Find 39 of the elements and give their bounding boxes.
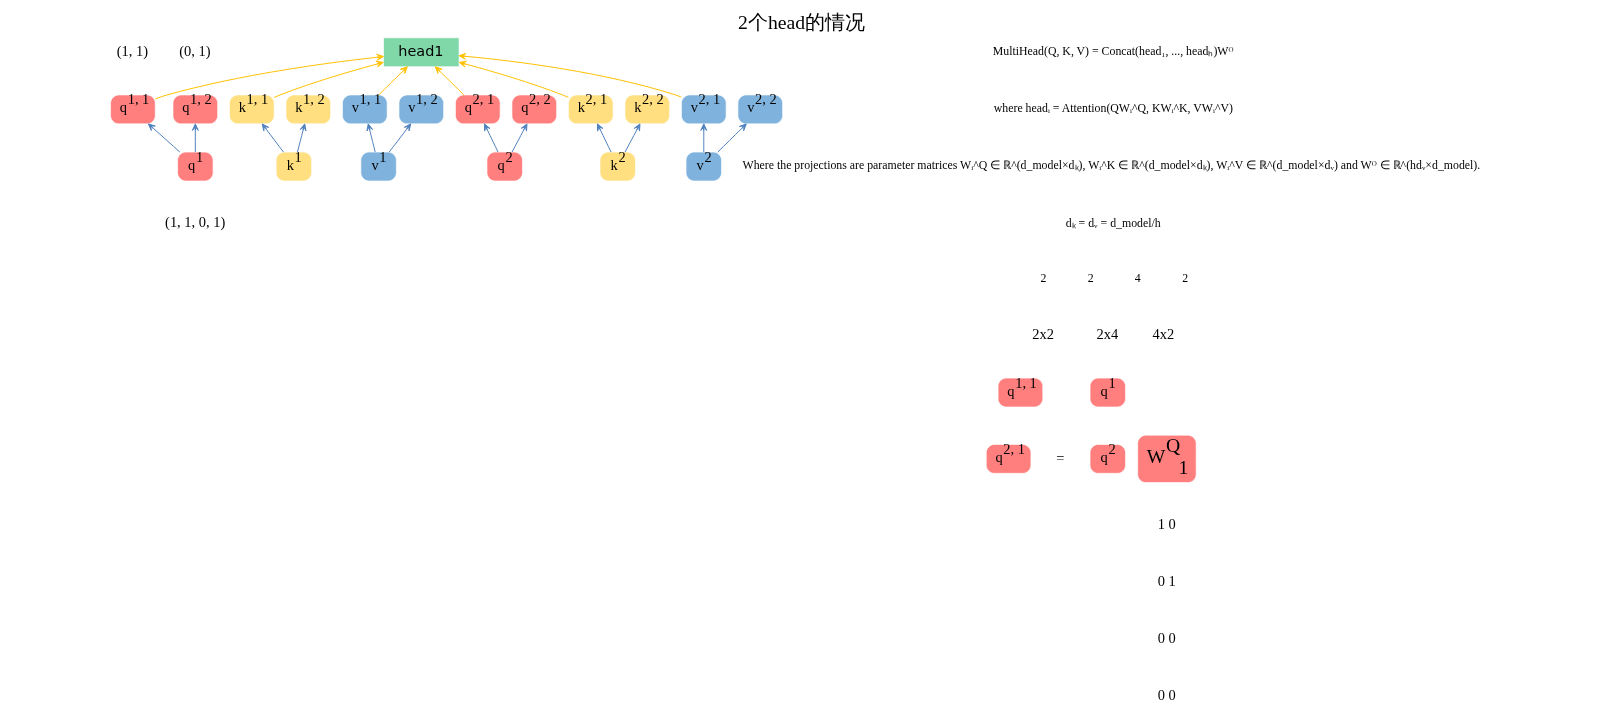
label: 0 1 xyxy=(1157,573,1176,590)
node-label: (1, 1) xyxy=(116,42,149,59)
label: = xyxy=(1056,449,1065,466)
arrow xyxy=(717,123,747,153)
label: MultiHead(Q, K, V) = Concat(head₁, ..., headₕ)Wᴼ xyxy=(992,44,1234,59)
arrow xyxy=(296,123,307,153)
arrow xyxy=(700,123,708,153)
arrow xyxy=(596,123,612,153)
node-label: (1, 1, 0, 1) xyxy=(165,214,226,231)
arrow xyxy=(624,123,641,153)
arrow xyxy=(261,123,284,153)
arrow xyxy=(388,123,412,153)
label: Where the projections are parameter matrices Wᵢ^Q ∈ ℝ^(d_model×dₖ), Wᵢ^K ∈ ℝ^(d_model×dₖ), Wᵢ^V ∈ ℝ^(d_model×dᵥ) and Wᴼ ∈ ℝ^(hdᵥ×d_model). xyxy=(742,158,1481,173)
label: 0 0 xyxy=(1157,687,1176,704)
arrow xyxy=(511,123,528,153)
label: 2x4 xyxy=(1096,326,1119,343)
arrow xyxy=(154,53,384,100)
arrow xyxy=(458,60,569,98)
label: 2 xyxy=(1040,271,1047,286)
arrow xyxy=(366,123,376,153)
label: where headᵢ = Attention(QWᵢ^Q, KWᵢ^K, VWᵢ^V) xyxy=(993,101,1233,116)
label: 2 xyxy=(1087,271,1094,286)
label: dₖ = dᵥ = d_model/h xyxy=(1065,215,1161,230)
node-label: (0, 1) xyxy=(179,42,211,59)
arrow xyxy=(147,123,181,153)
label: 0 0 xyxy=(1157,630,1176,647)
label: 4 xyxy=(1134,271,1141,286)
label: 2x2 xyxy=(1032,326,1054,343)
label: 2 xyxy=(1182,271,1189,286)
arrow xyxy=(484,123,499,153)
arrow xyxy=(191,123,199,153)
diagram-title: 2个head的情况 xyxy=(738,11,866,34)
label: 1 0 xyxy=(1157,515,1176,532)
arrow xyxy=(273,60,384,98)
arrow xyxy=(458,52,682,98)
label: 4x2 xyxy=(1152,326,1175,343)
arrow xyxy=(378,66,408,96)
node-box: head1 xyxy=(383,37,460,68)
arrow xyxy=(434,66,465,96)
